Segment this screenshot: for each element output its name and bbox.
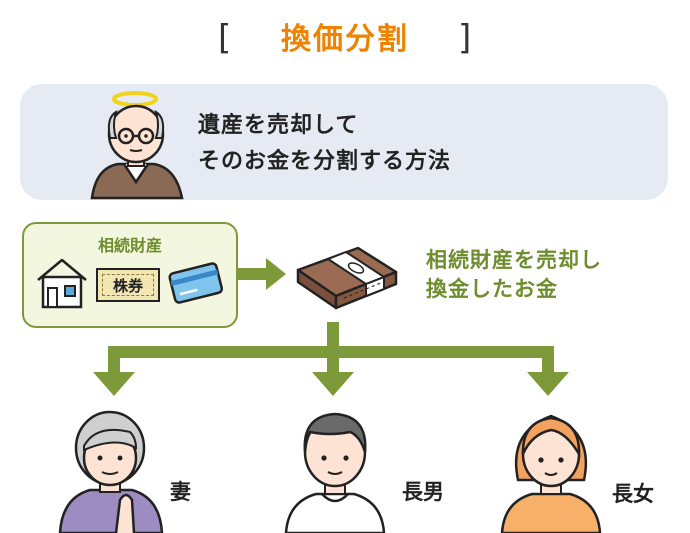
stock-certificate-icon: 株券 bbox=[96, 268, 160, 302]
eldest-daughter-icon bbox=[500, 414, 602, 533]
stock-certificate-label: 株券 bbox=[112, 277, 143, 295]
heir-label-eldest-son: 長男 bbox=[402, 480, 444, 504]
inherited-assets-label: 相続財産 bbox=[97, 236, 162, 255]
title-bracket-open: [ bbox=[218, 18, 232, 58]
money-bundle-icon bbox=[296, 246, 398, 310]
eldest-son-icon bbox=[284, 412, 386, 533]
house-icon bbox=[37, 258, 87, 309]
converted-money-line-1: 相続財産を売却し bbox=[426, 248, 602, 272]
heir-label-eldest-daughter: 長女 bbox=[612, 482, 654, 506]
bank-card-icon bbox=[168, 262, 224, 304]
method-description-line-1: 遺産を売却して bbox=[198, 113, 359, 138]
title-bracket-close: ] bbox=[458, 18, 472, 58]
stock-certificate-border bbox=[102, 274, 154, 296]
heir-label-wife: 妻 bbox=[170, 480, 191, 504]
deceased-person-icon bbox=[90, 91, 184, 200]
converted-money-line-2: 換金したお金 bbox=[426, 277, 558, 301]
method-description: 遺産を売却して そのお金を分割する方法 bbox=[198, 108, 451, 180]
page-title: 換価分割 bbox=[281, 22, 409, 57]
wife-icon bbox=[58, 410, 164, 533]
sell-arrow-icon bbox=[238, 258, 286, 290]
method-description-line-2: そのお金を分割する方法 bbox=[198, 149, 452, 174]
converted-money-description: 相続財産を売却し 換金したお金 bbox=[426, 246, 602, 304]
title-area: [ 換価分割 ] bbox=[0, 14, 690, 64]
